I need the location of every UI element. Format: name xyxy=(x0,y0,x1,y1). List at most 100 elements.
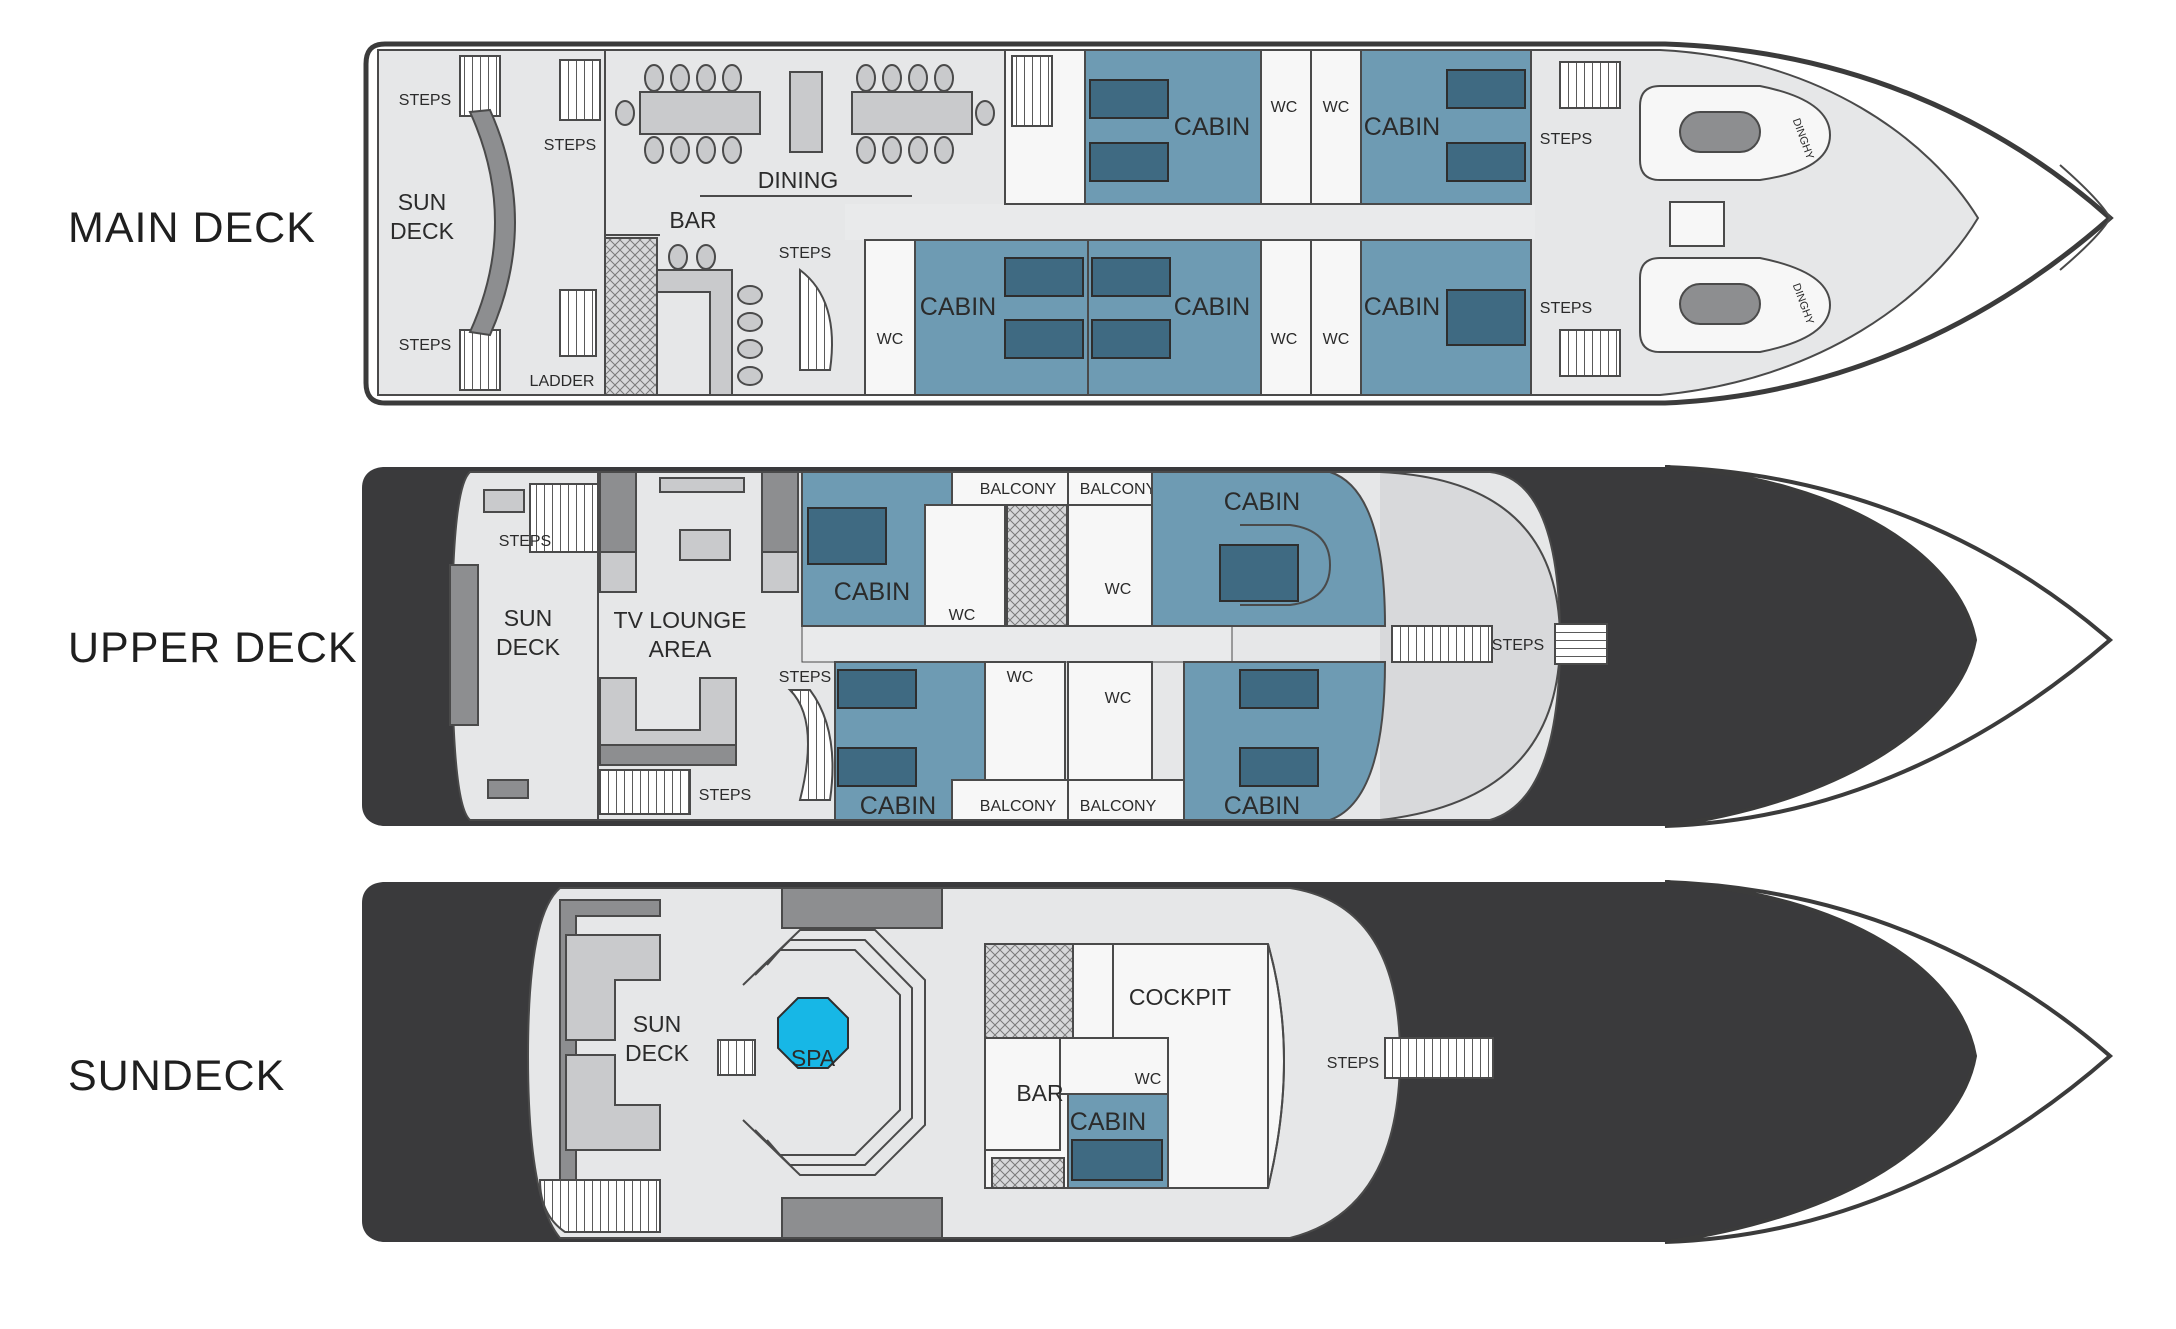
upper-balcony-1-box[interactable] xyxy=(951,471,1069,506)
main-cabin-bm-label: CABIN xyxy=(1174,293,1250,321)
upper-sun-deck-bench xyxy=(449,564,479,726)
upper-hatched-area xyxy=(1006,504,1068,627)
main-dining-table-2 xyxy=(851,91,973,135)
main-bar-label: BAR xyxy=(669,207,716,233)
main-bed xyxy=(1446,289,1526,346)
main-bar-stool xyxy=(696,244,716,270)
upper-cabin-br-label: CABIN xyxy=(1224,792,1300,820)
upper-aft-bench xyxy=(483,489,525,513)
upper-lounge-sectional-base xyxy=(599,744,737,766)
sundeck-cabin-label: CABIN xyxy=(1070,1108,1146,1136)
main-steps-mid-label: STEPS xyxy=(779,245,831,262)
upper-steps-low-block[interactable] xyxy=(599,769,691,815)
main-ladder[interactable] xyxy=(559,289,597,357)
main-steps-inner[interactable] xyxy=(559,59,601,121)
upper-deck-title: UPPER DECK xyxy=(68,624,358,672)
upper-wc-bm xyxy=(1067,661,1153,781)
sundeck-wc-room xyxy=(1072,943,1114,1039)
upper-wc-2: WC xyxy=(1105,581,1132,598)
sundeck-steps-label: STEPS xyxy=(1327,1055,1379,1072)
main-dining-sideboard xyxy=(789,71,823,153)
upper-wc-bl xyxy=(984,661,1066,781)
upper-cabin-bottom-right[interactable] xyxy=(1183,661,1387,821)
upper-balcony-3-box[interactable] xyxy=(951,779,1069,821)
main-steps-fwd-top-label: STEPS xyxy=(1540,131,1592,148)
sundeck-spa[interactable] xyxy=(777,997,849,1069)
upper-steps-aft-label: STEPS xyxy=(499,533,551,550)
main-steps-fwd-top[interactable] xyxy=(1559,61,1621,109)
upper-cabin-bl-label: CABIN xyxy=(860,792,936,820)
main-bed xyxy=(1446,69,1526,109)
main-stairwell-steps[interactable] xyxy=(1011,55,1053,127)
sundeck: SUNDECK SUN DECK SPA COCKPIT WC BAR xyxy=(68,880,2114,1244)
upper-lounge-table xyxy=(679,529,731,561)
main-sun-label-2: DECK xyxy=(390,218,455,244)
main-bed xyxy=(1004,319,1084,359)
upper-balcony-4-box[interactable] xyxy=(1067,779,1185,821)
upper-cabin-tl-label: CABIN xyxy=(834,578,910,606)
main-bar-stool xyxy=(668,244,688,270)
main-crane xyxy=(1669,201,1725,247)
upper-steps-fwd[interactable] xyxy=(1391,625,1493,663)
upper-steps-mid[interactable] xyxy=(787,689,834,801)
upper-lounge-sofa-part xyxy=(599,551,637,593)
main-ladder-label: LADDER xyxy=(530,373,595,390)
sundeck-hatched-small xyxy=(991,1157,1065,1189)
main-sun-label-1: SUN xyxy=(398,189,447,215)
main-steps-top-label: STEPS xyxy=(399,92,451,109)
main-bed xyxy=(1091,319,1171,359)
upper-steps-fwd-outer[interactable] xyxy=(1554,623,1608,665)
main-wc-4: WC xyxy=(1271,331,1298,348)
upper-wc-tl xyxy=(924,504,1006,627)
upper-steps-low-label: STEPS xyxy=(699,787,751,804)
upper-wc-4: WC xyxy=(1105,690,1132,707)
main-steps-fwd-bottom[interactable] xyxy=(1559,329,1621,377)
sundeck-title: SUNDECK xyxy=(68,1052,285,1100)
main-wc-3: WC xyxy=(877,331,904,348)
main-wc-bottom-left xyxy=(864,239,916,396)
upper-balcony-1: BALCONY xyxy=(980,481,1057,498)
upper-sun-label-1: SUN xyxy=(504,605,553,631)
main-steps-mid[interactable] xyxy=(799,267,833,371)
main-steps-top[interactable] xyxy=(459,55,501,117)
sundeck-sun-label-1: SUN xyxy=(633,1011,682,1037)
main-cabin-tl-label: CABIN xyxy=(1174,113,1250,141)
upper-bed xyxy=(837,669,917,709)
main-hatched-area xyxy=(604,237,658,396)
upper-tv xyxy=(659,477,745,493)
upper-lounge-sofa xyxy=(599,471,637,553)
sundeck-lounger-2 xyxy=(565,1054,661,1151)
upper-bed xyxy=(807,507,887,565)
sundeck-sun-label-2: DECK xyxy=(625,1040,690,1066)
main-cabin-bl-label: CABIN xyxy=(920,293,996,321)
sundeck-steps-fwd[interactable] xyxy=(1384,1037,1494,1079)
sundeck-aft-steps[interactable] xyxy=(538,1179,661,1233)
upper-bed xyxy=(837,747,917,787)
main-deck-title: MAIN DECK xyxy=(68,204,316,252)
sundeck-cockpit-label: COCKPIT xyxy=(1129,984,1231,1010)
main-deck: MAIN DECK STEPS STEPS SUN DECK LADDER ST… xyxy=(68,41,2114,406)
main-steps-fwd-bottom-label: STEPS xyxy=(1540,300,1592,317)
main-steps-inner-label: STEPS xyxy=(544,137,596,154)
main-wc-5: WC xyxy=(1323,331,1350,348)
upper-cabin-tr-label: CABIN xyxy=(1224,488,1300,516)
main-dining-table-1 xyxy=(639,91,761,135)
sundeck-wc xyxy=(1059,1037,1169,1095)
sundeck-lounger-1 xyxy=(565,934,661,1041)
main-dining-label: DINING xyxy=(758,167,839,193)
upper-lounge-sofa-part xyxy=(761,551,799,593)
main-steps-bottom[interactable] xyxy=(459,329,501,391)
upper-steps-mid-label: STEPS xyxy=(779,669,831,686)
main-dinghy-1-inner xyxy=(1679,111,1761,153)
main-steps-bottom-label: STEPS xyxy=(399,337,451,354)
sundeck-rail-top xyxy=(781,887,943,929)
main-bed xyxy=(1089,142,1169,182)
sundeck-bar-wall xyxy=(985,1037,1061,1151)
main-dining-chairs xyxy=(615,64,995,164)
main-bow-tip xyxy=(2059,164,2112,271)
upper-balcony-2: BALCONY xyxy=(1080,481,1157,498)
sundeck-spa-steps[interactable] xyxy=(717,1039,756,1076)
sundeck-bow-white xyxy=(1664,880,2114,1244)
upper-tv-label-2: AREA xyxy=(649,636,712,662)
upper-wc-3: WC xyxy=(1007,669,1034,686)
